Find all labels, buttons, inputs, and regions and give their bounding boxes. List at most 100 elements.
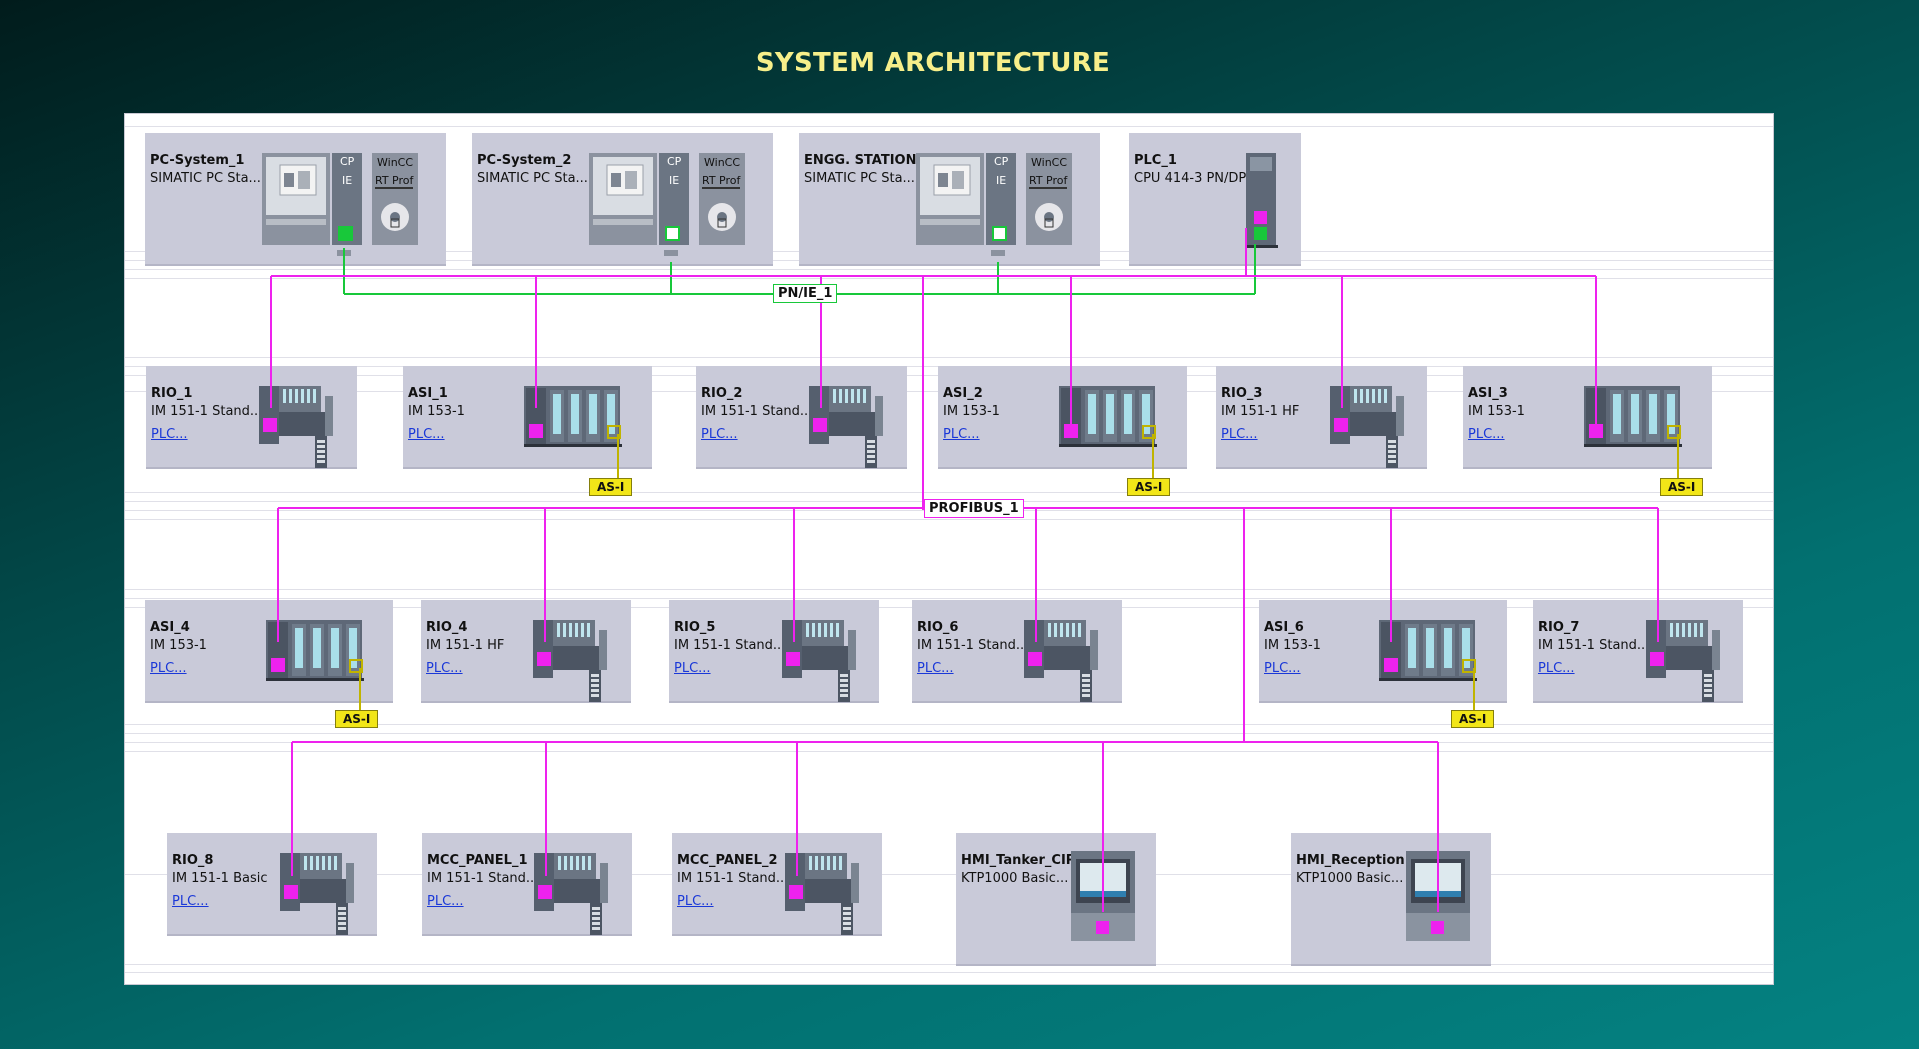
- plc-link[interactable]: PLC...: [151, 427, 188, 442]
- plc-link[interactable]: PLC...: [1221, 427, 1258, 442]
- plc-link[interactable]: PLC...: [172, 894, 209, 909]
- profibus-port[interactable]: [1096, 921, 1109, 934]
- plc-link[interactable]: PLC...: [674, 661, 711, 676]
- asi-network-tag[interactable]: AS-I: [1660, 478, 1704, 496]
- profinet-port[interactable]: [1254, 227, 1267, 240]
- device-type: IM 153-1: [1468, 404, 1525, 419]
- device-name: HMI_Reception: [1296, 853, 1405, 868]
- profibus-port[interactable]: [263, 418, 277, 432]
- station-type: CPU 414-3 PN/DP: [1134, 171, 1247, 186]
- profibus-port[interactable]: [1384, 658, 1398, 672]
- port-connector: [991, 250, 1005, 256]
- plc-link[interactable]: PLC...: [1468, 427, 1505, 442]
- device-name: ASI_6: [1264, 620, 1304, 635]
- profibus-port[interactable]: [1334, 418, 1348, 432]
- network-label-profinet[interactable]: PN/IE_1: [773, 284, 838, 303]
- asi-network-tag[interactable]: AS-I: [1127, 478, 1171, 496]
- plc-link[interactable]: PLC...: [427, 894, 464, 909]
- device-name: ASI_3: [1468, 386, 1508, 401]
- profibus-port[interactable]: [813, 418, 827, 432]
- rio-module-icon: [782, 620, 856, 702]
- device-mcc2[interactable]: MCC_PANEL_2 IM 151-1 Stand... PLC...: [672, 833, 882, 936]
- rio-module-icon: [809, 386, 883, 468]
- asi-network-tag[interactable]: AS-I: [1451, 710, 1495, 728]
- rio-module-icon: [1646, 620, 1720, 702]
- profibus-port[interactable]: [1431, 921, 1444, 934]
- profinet-port[interactable]: [338, 226, 353, 241]
- profibus-port[interactable]: [529, 424, 543, 438]
- plc-link[interactable]: PLC...: [701, 427, 738, 442]
- asi-port[interactable]: [349, 659, 363, 673]
- device-name: MCC_PANEL_2: [677, 853, 778, 868]
- asi-port[interactable]: [1667, 425, 1681, 439]
- network-label-profibus[interactable]: PROFIBUS_1: [924, 499, 1024, 518]
- profibus-port[interactable]: [271, 658, 285, 672]
- plc-link[interactable]: PLC...: [917, 661, 954, 676]
- asi-module-icon: [1379, 620, 1477, 681]
- station-type: SIMATIC PC Sta...: [804, 171, 915, 186]
- profibus-port[interactable]: [1589, 424, 1603, 438]
- plc-link[interactable]: PLC...: [150, 661, 187, 676]
- plc-cpu-icon: [1246, 153, 1278, 248]
- device-type: IM 153-1: [408, 404, 465, 419]
- profinet-port[interactable]: [665, 226, 680, 241]
- device-name: RIO_3: [1221, 386, 1263, 401]
- device-type: IM 153-1: [1264, 638, 1321, 653]
- asi-port[interactable]: [1462, 659, 1476, 673]
- profibus-port[interactable]: [537, 652, 551, 666]
- profinet-port[interactable]: [992, 226, 1007, 241]
- device-type: IM 151-1 Stand...: [701, 404, 813, 419]
- device-type: IM 151-1 Stand...: [677, 871, 789, 886]
- device-type: IM 151-1 HF: [1221, 404, 1300, 419]
- device-rio2[interactable]: RIO_2 IM 151-1 Stand... PLC...: [696, 366, 907, 469]
- plc-link[interactable]: PLC...: [1538, 661, 1575, 676]
- device-rio3[interactable]: RIO_3 IM 151-1 HF PLC...: [1216, 366, 1427, 469]
- plc-link[interactable]: PLC...: [943, 427, 980, 442]
- plc-link[interactable]: PLC...: [426, 661, 463, 676]
- profibus-port[interactable]: [538, 885, 552, 899]
- profibus-port[interactable]: [789, 885, 803, 899]
- device-name: RIO_2: [701, 386, 743, 401]
- station-name: PLC_1: [1134, 153, 1177, 168]
- profibus-port[interactable]: [284, 885, 298, 899]
- profibus-port[interactable]: [1650, 652, 1664, 666]
- profibus-port[interactable]: [1028, 652, 1042, 666]
- ie-label: IE: [669, 174, 680, 187]
- profibus-port[interactable]: [786, 652, 800, 666]
- asi-port[interactable]: [1142, 425, 1156, 439]
- asi-port[interactable]: [607, 425, 621, 439]
- device-name: RIO_5: [674, 620, 716, 635]
- device-name: RIO_6: [917, 620, 959, 635]
- asi-network-tag[interactable]: AS-I: [589, 478, 633, 496]
- ie-label: IE: [342, 174, 353, 187]
- profibus-port[interactable]: [1064, 424, 1078, 438]
- asi-module-icon: [524, 386, 622, 447]
- profibus-port[interactable]: [1254, 211, 1267, 224]
- plc-link[interactable]: PLC...: [408, 427, 445, 442]
- plc-link[interactable]: PLC...: [677, 894, 714, 909]
- asi-network-tag[interactable]: AS-I: [335, 710, 379, 728]
- rt-prof-label: RT Prof: [702, 174, 741, 189]
- cp-label: CP: [994, 155, 1009, 168]
- device-type: KTP1000 Basic...: [961, 871, 1069, 886]
- plc-link[interactable]: PLC...: [1264, 661, 1301, 676]
